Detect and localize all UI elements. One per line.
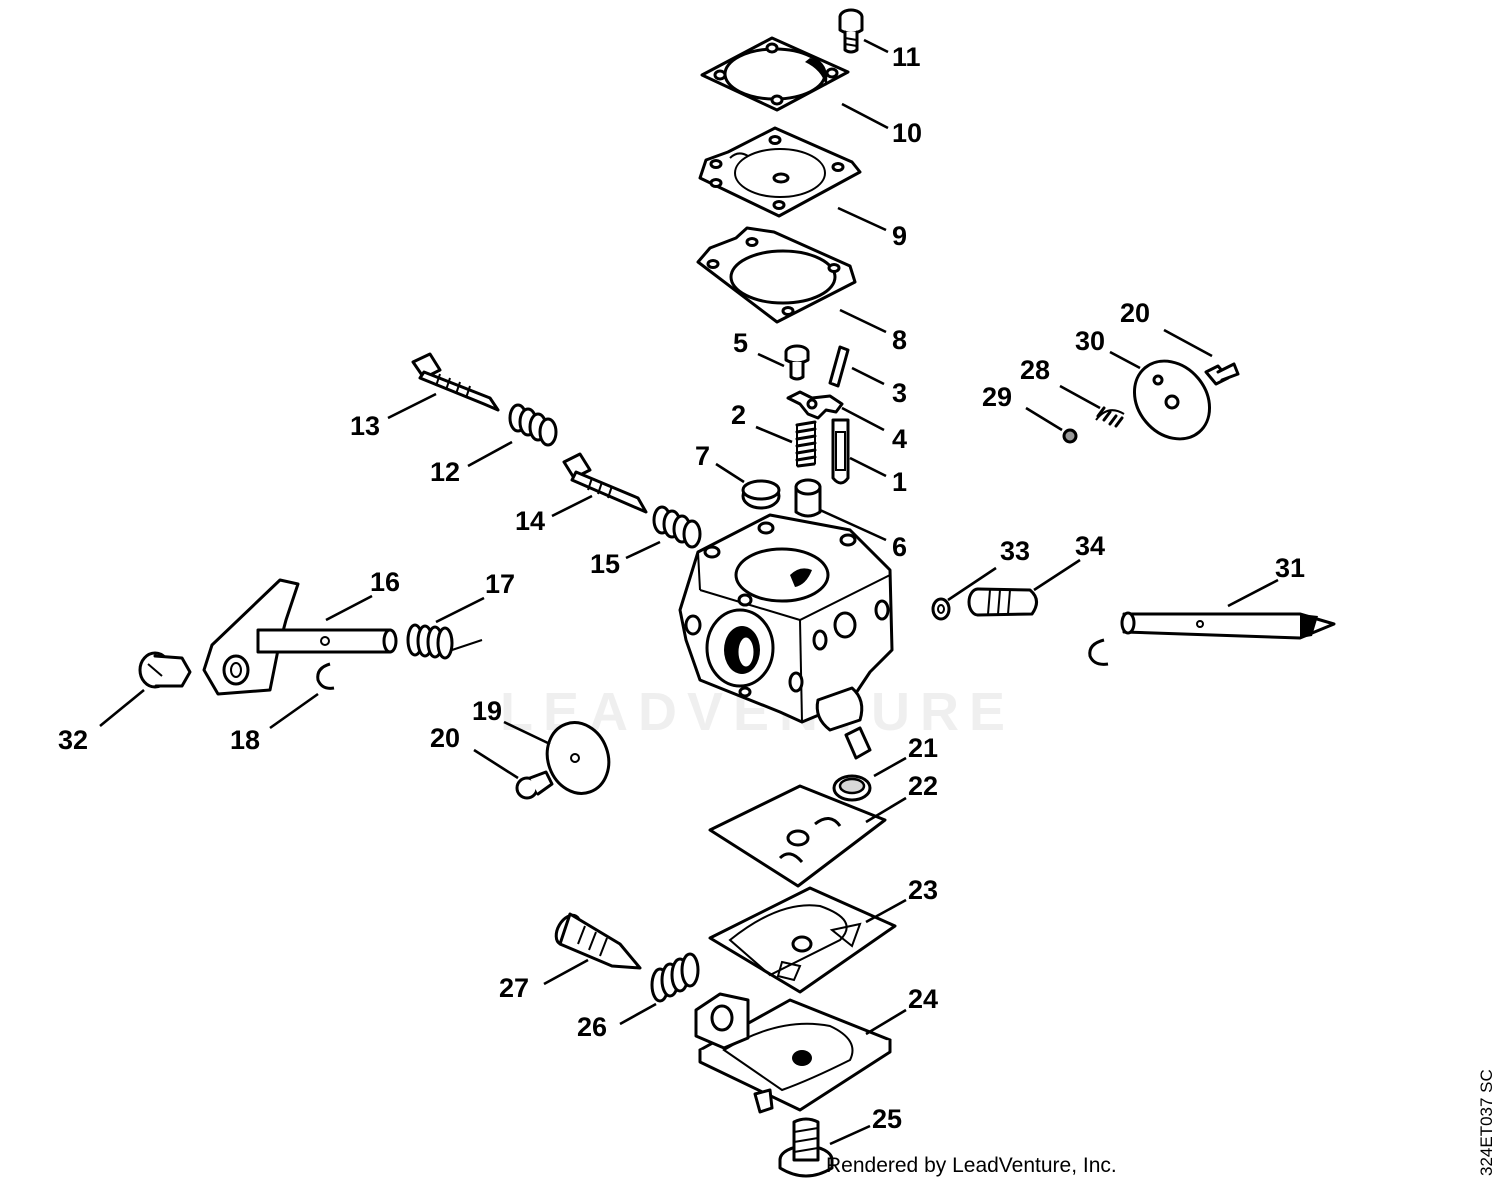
- callout-10: 10: [892, 118, 922, 148]
- part-29-ball: [1062, 428, 1078, 444]
- callout-17: 17: [485, 569, 515, 599]
- part-16-shaft: [202, 578, 398, 696]
- callout-33: 33: [1000, 536, 1030, 566]
- part-17-spring: [406, 623, 483, 660]
- callout-11: 11: [892, 42, 921, 72]
- callout-16: 16: [370, 567, 400, 597]
- part-27-screw: [554, 912, 642, 970]
- part-2-spring: [795, 420, 817, 468]
- part-20-screw-right: [1204, 362, 1240, 386]
- callout-15: 15: [590, 549, 620, 579]
- callout-28: 28: [1020, 355, 1050, 385]
- callout-25: 25: [872, 1104, 902, 1134]
- callout-4: 4: [892, 424, 907, 454]
- callout-34: 34: [1075, 531, 1105, 561]
- callout-30: 30: [1075, 326, 1105, 356]
- callout-23: 23: [908, 875, 938, 905]
- callout-14: 14: [515, 506, 545, 536]
- part-33-washer: [931, 597, 951, 621]
- callout-7: 7: [695, 441, 710, 471]
- callout-21: 21: [908, 733, 938, 763]
- callout-1: 1: [892, 467, 907, 497]
- part-23-pump-plate: [708, 886, 897, 994]
- part-6-plug: [794, 478, 822, 518]
- carburetor-body: [678, 513, 894, 760]
- part-21-strainer: [832, 774, 872, 802]
- credit-text: Rendered by LeadVenture, Inc.: [826, 1154, 1117, 1177]
- part-13-adjust-screw: [411, 352, 500, 412]
- part-8-gasket: [696, 226, 857, 324]
- part-28-spring: [1095, 406, 1125, 428]
- callout-32: 32: [58, 725, 88, 755]
- callout-5: 5: [733, 328, 748, 358]
- callout-24: 24: [908, 984, 938, 1014]
- part-5-screw: [784, 344, 810, 381]
- part-34-idle-screw: [967, 587, 1038, 617]
- part-4-lever: [786, 390, 844, 420]
- part-9-diaphragm: [698, 126, 862, 218]
- callout-18: 18: [230, 725, 260, 755]
- callout-8: 8: [892, 325, 907, 355]
- part-30-disc: [1132, 359, 1212, 441]
- part-20-screw-left: [515, 770, 554, 800]
- callout-26: 26: [577, 1012, 607, 1042]
- callout-31: 31: [1275, 553, 1305, 583]
- part-32-screw: [138, 651, 192, 689]
- callout-2: 2: [731, 400, 746, 430]
- callout-12: 12: [430, 457, 460, 487]
- callout-numbers: 11 10 9 8 5 3 4 2 1 7 6 13 12 14 15 16 1…: [58, 42, 1305, 1134]
- part-11-screw: [838, 8, 864, 54]
- callout-27: 27: [499, 973, 529, 1003]
- part-19-disc: [545, 721, 611, 795]
- part-15-spring: [652, 505, 702, 549]
- part-14-adjust-screw: [562, 452, 648, 514]
- part-26-spring: [650, 952, 700, 1003]
- callout-13: 13: [350, 411, 380, 441]
- part-12-spring: [508, 403, 558, 447]
- callout-9: 9: [892, 221, 907, 251]
- callout-20: 20: [430, 723, 460, 753]
- callout-19: 19: [472, 696, 502, 726]
- callout-6: 6: [892, 532, 907, 562]
- part-25-screw: [778, 1117, 834, 1178]
- e-clip-right: [1088, 638, 1109, 666]
- callout-3: 3: [892, 378, 907, 408]
- part-1-needle: [831, 418, 850, 485]
- part-22-gasket: [708, 784, 887, 888]
- part-7-plug: [741, 479, 781, 510]
- leader-lines: [99, 38, 1279, 1146]
- callout-20-right: 20: [1120, 298, 1150, 328]
- part-3-pin: [828, 345, 850, 388]
- callout-22: 22: [908, 771, 938, 801]
- part-24-pump-body: [694, 992, 892, 1114]
- drawing-code: 324ET037 SC: [1477, 1069, 1496, 1176]
- part-31-throttle-shaft: [1120, 611, 1336, 640]
- part-18-clip: [316, 662, 335, 690]
- part-10-cover: [700, 36, 850, 112]
- callout-29: 29: [982, 382, 1012, 412]
